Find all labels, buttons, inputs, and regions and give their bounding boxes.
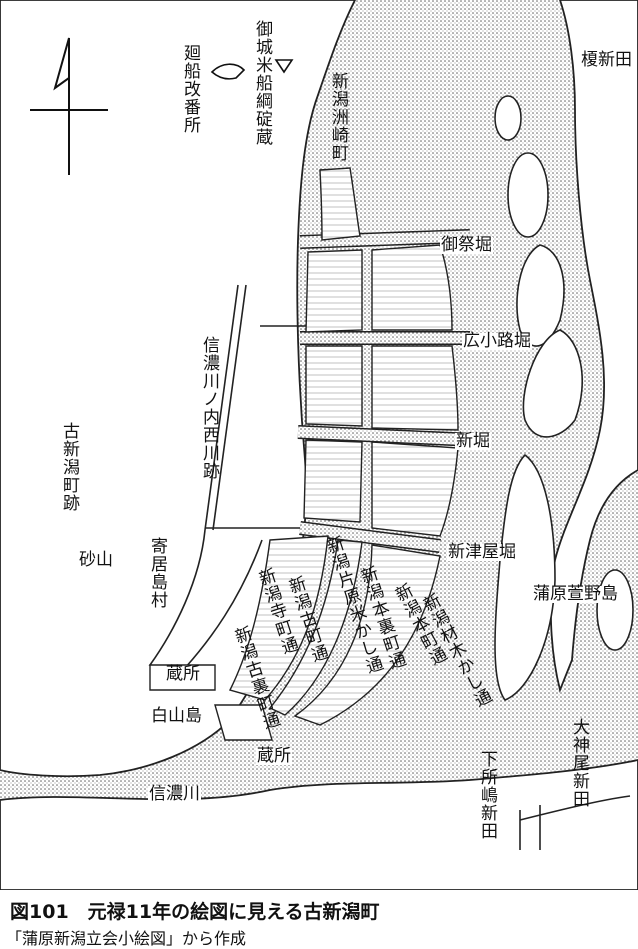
shinbori-label: 新堀 xyxy=(455,431,491,451)
island-6 xyxy=(596,569,634,651)
ship-mark-1 xyxy=(210,63,246,80)
old-river-line xyxy=(204,284,239,531)
enokishinden-label: 榎新田 xyxy=(580,50,633,70)
ship-mark-2 xyxy=(274,59,294,74)
kaisen-label: 廻船改番所 xyxy=(180,44,200,134)
east-land xyxy=(549,0,638,693)
island-5 xyxy=(494,453,556,701)
yoriishima-label: 寄居島村 xyxy=(147,537,167,609)
kura2-label: 蔵所 xyxy=(256,746,292,766)
kura-block-2 xyxy=(214,704,273,741)
furushingata-label: 古新潟町跡 xyxy=(59,422,79,512)
island-4 xyxy=(522,329,583,438)
hirokojibori-label: 広小路堀 xyxy=(462,331,532,351)
figure-caption: 図101 元禄11年の絵図に見える古新潟町 xyxy=(10,901,380,923)
canal-shin-in xyxy=(297,426,476,446)
susaki-label: 新潟洲崎町 xyxy=(328,72,348,162)
north-arrow xyxy=(30,37,108,175)
kanbarakayano-label: 蒲原萱野島 xyxy=(532,584,619,604)
bridge xyxy=(519,795,631,850)
figure-source: 「蒲原新潟立会小絵図」から作成 xyxy=(6,929,247,948)
island-3 xyxy=(516,244,565,347)
canal-shintsuya-in xyxy=(299,522,441,552)
south-bank xyxy=(0,759,638,890)
shintsuyabori-label: 新津屋堀 xyxy=(447,542,517,562)
gojomai-label: 御城米船綱碇蔵 xyxy=(252,20,272,146)
kura1-label: 蔵所 xyxy=(165,664,201,684)
shinano-uchi-label: 信濃川ノ内西川跡 xyxy=(199,336,219,480)
old-niigata-map xyxy=(0,0,638,890)
shinanogawa-label: 信濃川 xyxy=(148,784,201,804)
ojinbi-label: 大神尾新田 xyxy=(569,718,589,808)
shimotokoro-label: 下所嶋新田 xyxy=(477,750,497,840)
town-blocks xyxy=(228,167,459,726)
hakusan-label: 白山島 xyxy=(150,706,203,726)
island-1 xyxy=(494,95,522,141)
island-2 xyxy=(507,152,549,238)
gosaibori-label: 御祭堀 xyxy=(440,235,493,255)
old-river-line-2 xyxy=(212,284,247,531)
sunayama-label: 砂山 xyxy=(78,550,114,570)
